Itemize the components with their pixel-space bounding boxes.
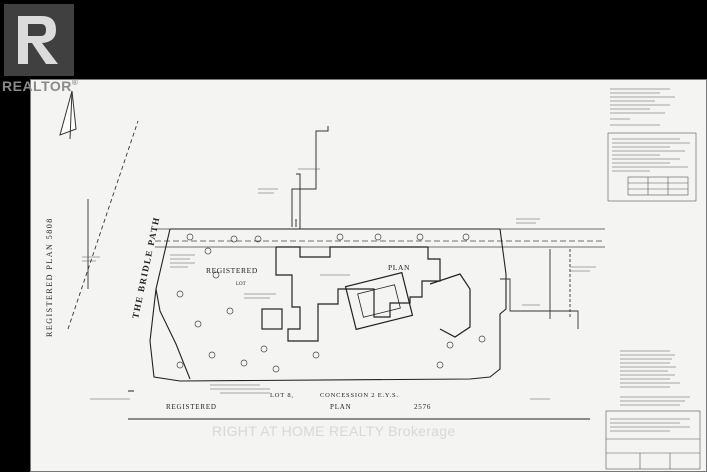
east-lot-line (500, 249, 579, 329)
concession-label: CONCESSION 2 E.Y.S. (320, 392, 399, 399)
dimension-annotations (82, 168, 596, 400)
realtor-logo: REALTOR® (0, 0, 82, 96)
survey-sheet: REGISTERED PLAN 5808 THE BRIDLE PATH REG… (30, 79, 707, 472)
road-lines (155, 228, 605, 248)
plan-number-label: 2576 (414, 403, 431, 411)
registered-plan-left-label: REGISTERED PLAN 5808 (45, 217, 54, 337)
plan-center-label: PLAN (388, 263, 410, 272)
realtor-r-icon (18, 16, 58, 64)
brokerage-watermark: RIGHT AT HOME REALTY Brokerage (212, 423, 456, 439)
plan-bottom-label: PLAN (330, 403, 351, 411)
lot-bottom-label: LOT 8, (270, 392, 294, 399)
north-arrow-icon (59, 90, 77, 140)
tree-symbols (176, 233, 486, 373)
legend-block (605, 350, 701, 470)
lot-outline (149, 228, 507, 382)
site-plan-drawing: REGISTERED PLAN 5808 THE BRIDLE PATH REG… (30, 79, 707, 472)
driveway-lane (291, 126, 329, 229)
street-name-label: THE BRIDLE PATH (130, 215, 161, 319)
lot-boundary-dashed (67, 120, 139, 330)
realtor-wordmark: REALTOR® (2, 78, 79, 94)
lot-center-label: LOT (236, 282, 246, 287)
registered-center-label: REGISTERED (206, 266, 258, 275)
house-footprint (261, 246, 471, 342)
registered-bottom-label: REGISTERED (166, 403, 217, 411)
title-block (607, 88, 697, 202)
